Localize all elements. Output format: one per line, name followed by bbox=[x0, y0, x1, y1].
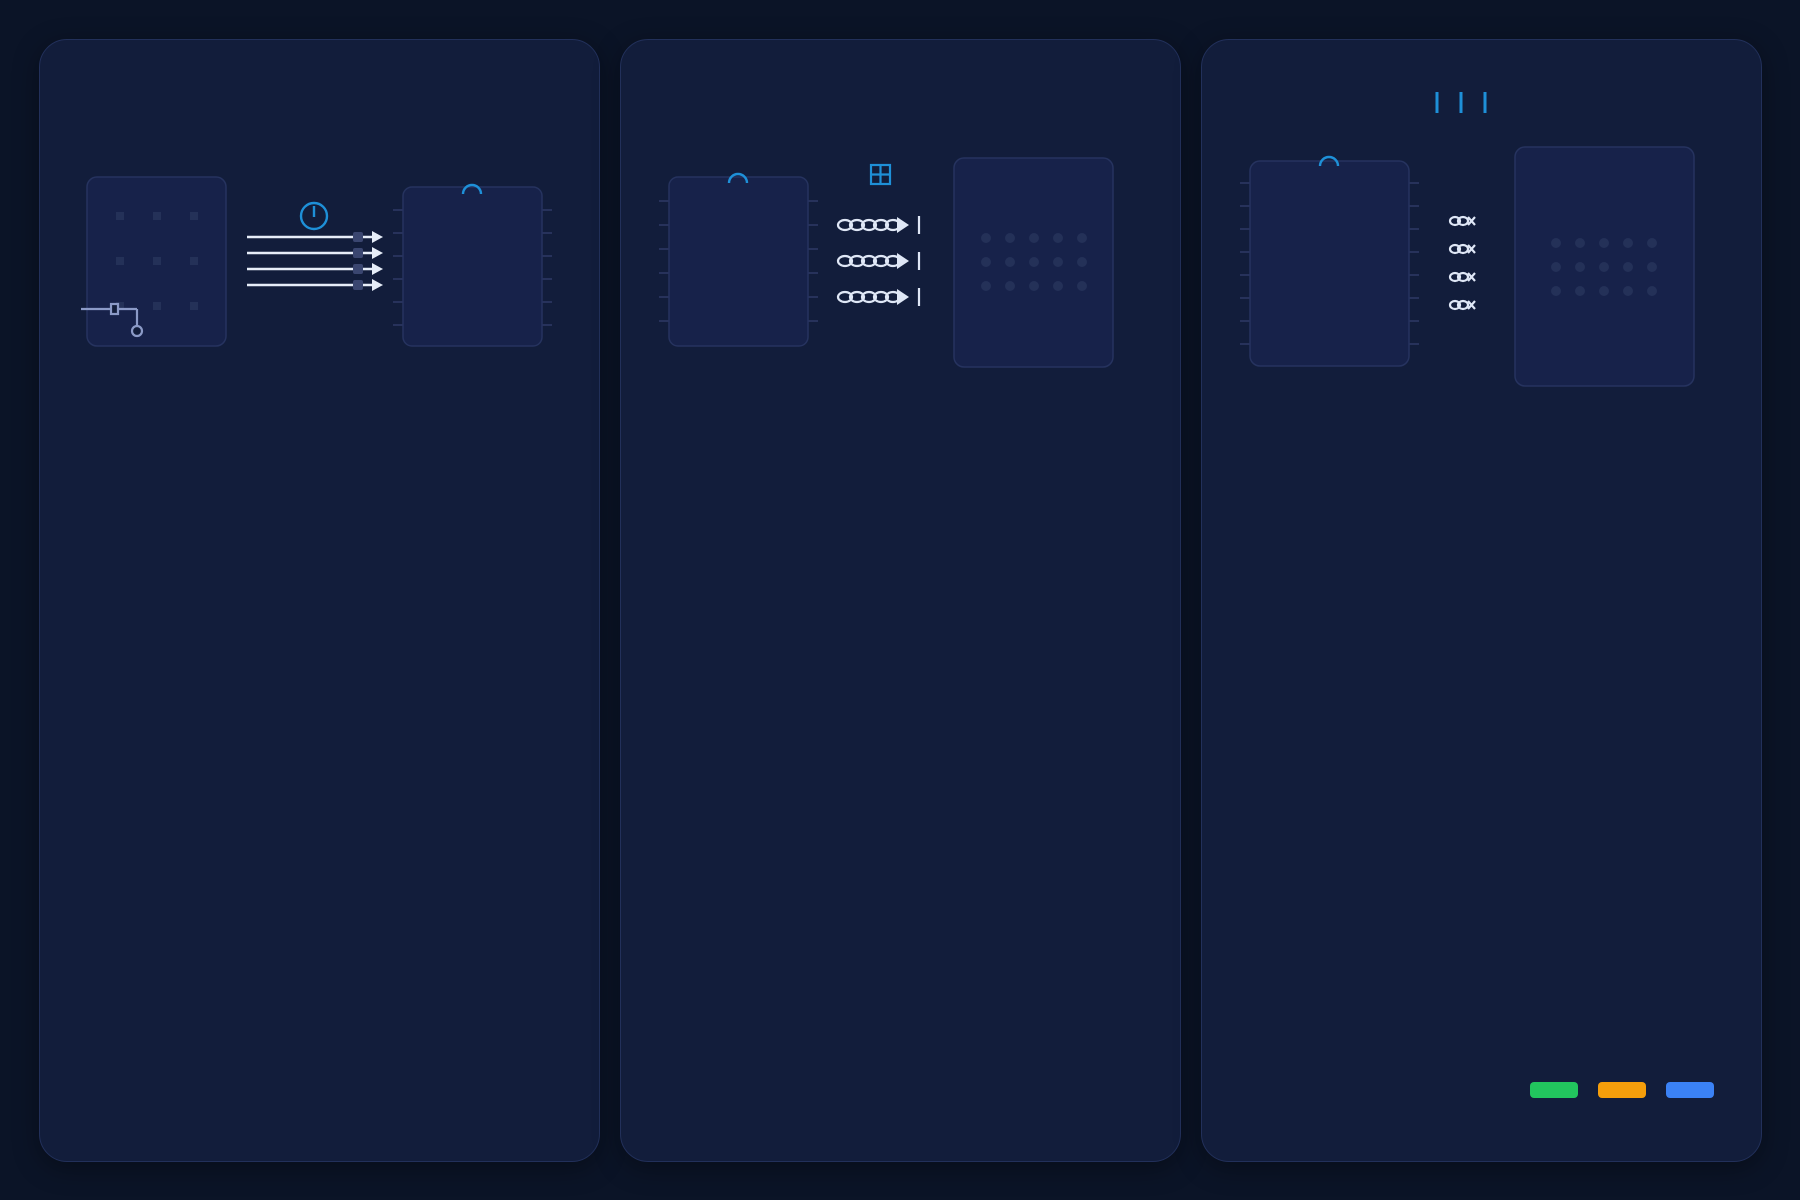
signal-bars-icon bbox=[1435, 92, 1487, 113]
panel-a-canvas bbox=[81, 176, 552, 347]
chain-link-row bbox=[836, 216, 921, 234]
link-item bbox=[1448, 243, 1476, 255]
cable-connector-icon bbox=[81, 302, 144, 338]
link-icon bbox=[1448, 215, 1476, 311]
ic-chip-icon bbox=[1240, 155, 1419, 367]
link-item bbox=[1448, 271, 1476, 283]
link-item bbox=[1448, 215, 1476, 227]
ic-chip-icon bbox=[393, 183, 552, 347]
keypad-chip-icon bbox=[86, 176, 227, 347]
ic-chip-icon bbox=[659, 172, 818, 347]
panel-chain-links bbox=[620, 39, 1181, 1162]
orange-swatch bbox=[1598, 1082, 1646, 1098]
clock-icon bbox=[299, 201, 329, 231]
dotted-matrix-chip-icon bbox=[1514, 146, 1695, 387]
link-item bbox=[1448, 299, 1476, 311]
panel-c-canvas bbox=[1240, 92, 1695, 387]
panel-parallel-bus bbox=[39, 39, 600, 1162]
panel-b-canvas bbox=[659, 157, 1114, 368]
chain-link-row bbox=[836, 252, 921, 270]
green-swatch bbox=[1530, 1082, 1578, 1098]
dotted-matrix-chip-icon bbox=[953, 157, 1114, 368]
chain-link-icon bbox=[836, 216, 921, 306]
panel-link-matrix bbox=[1201, 39, 1762, 1162]
blue-swatch bbox=[1666, 1082, 1714, 1098]
chain-link-row bbox=[836, 288, 921, 306]
parallel-bus-icon bbox=[247, 231, 383, 291]
grid-icon bbox=[869, 163, 892, 186]
